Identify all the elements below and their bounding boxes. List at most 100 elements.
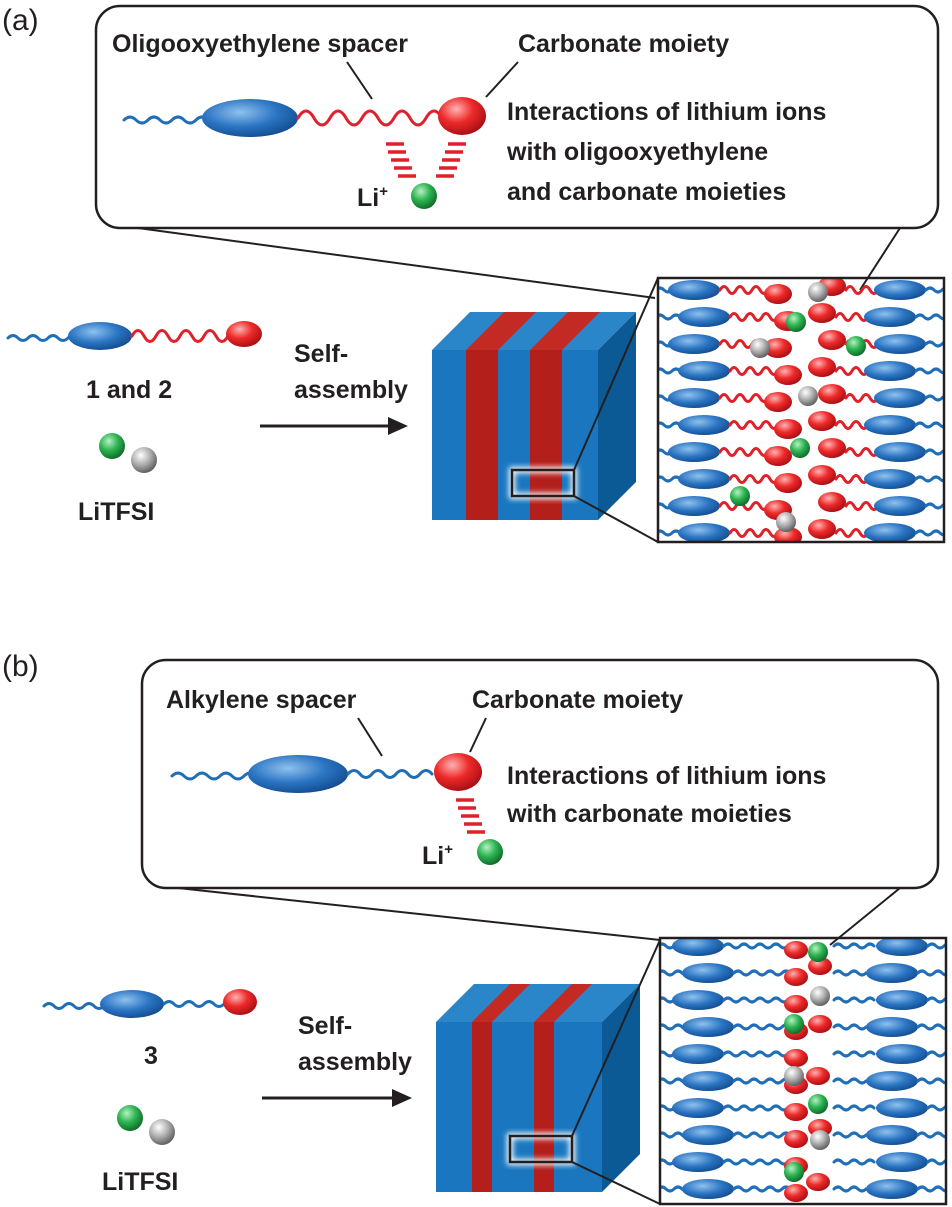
spacer-right bbox=[834, 474, 870, 484]
mesogen-right bbox=[874, 496, 926, 516]
lithium-ion bbox=[846, 336, 866, 356]
panel-b: (b) Alkylene spacer Carbonate moiety Li+… bbox=[2, 650, 948, 1206]
carbonate bbox=[806, 1067, 830, 1085]
tail-right bbox=[924, 448, 944, 456]
zoom-connector-top bbox=[571, 939, 661, 1137]
lithium-ion bbox=[808, 1094, 828, 1114]
mesogen-left bbox=[672, 1098, 724, 1118]
tail-right bbox=[926, 942, 946, 950]
spacer-pointer bbox=[357, 717, 383, 757]
mesogen-left bbox=[668, 388, 720, 408]
lithium-ion bbox=[786, 312, 806, 332]
panel-b-label: (b) bbox=[2, 650, 39, 683]
spacer-label: Alkylene spacer bbox=[166, 686, 357, 714]
mesogen-left bbox=[672, 1044, 724, 1064]
spacer-right bbox=[834, 528, 870, 538]
spacer-left bbox=[732, 1077, 792, 1085]
zoom-connector-bottom bbox=[571, 1161, 661, 1205]
lamellar-cube bbox=[432, 312, 636, 520]
process-line-2: assembly bbox=[294, 376, 408, 404]
salt-ions bbox=[117, 1105, 175, 1145]
molecule-label: 1 and 2 bbox=[86, 376, 172, 404]
carbonate bbox=[808, 957, 832, 975]
mesogen-right bbox=[874, 280, 926, 300]
carbonate-left bbox=[764, 392, 792, 412]
anion bbox=[810, 986, 830, 1006]
carbonate-moiety bbox=[434, 753, 482, 791]
lithium-ion bbox=[790, 438, 810, 458]
moiety-pointer bbox=[469, 717, 487, 753]
spacer-right bbox=[844, 447, 880, 457]
tail-right bbox=[924, 502, 944, 510]
spacer-label: Oligooxyethylene spacer bbox=[112, 30, 408, 58]
carbonate-moiety bbox=[438, 97, 486, 135]
carbonate-left bbox=[774, 365, 802, 385]
carbonate-right bbox=[808, 519, 836, 539]
mesogen-left bbox=[678, 361, 730, 381]
mesogen-right bbox=[864, 307, 916, 327]
anion bbox=[750, 338, 770, 358]
carbonate bbox=[784, 1184, 808, 1202]
carbonate bbox=[784, 1049, 808, 1067]
spacer-right bbox=[832, 1158, 876, 1166]
spacer-right bbox=[832, 1023, 868, 1031]
carbonate-left bbox=[764, 338, 792, 358]
anion bbox=[810, 1130, 830, 1150]
spacer-right bbox=[832, 1077, 868, 1085]
mesogen-right bbox=[866, 1125, 918, 1145]
spacer-right bbox=[832, 1050, 876, 1058]
carbonate bbox=[808, 1015, 832, 1033]
mesogen-right bbox=[874, 388, 926, 408]
mesogen-left bbox=[672, 990, 724, 1010]
moiety-label: Carbonate moiety bbox=[472, 686, 683, 714]
spacer-right bbox=[832, 969, 868, 977]
mesogen-right bbox=[876, 938, 928, 956]
moiety-label: Carbonate moiety bbox=[518, 30, 729, 58]
arrow-head bbox=[388, 417, 408, 435]
spacer-right bbox=[832, 1185, 868, 1193]
spacer-right bbox=[844, 285, 880, 295]
salt-ions bbox=[99, 433, 157, 473]
tail-right bbox=[926, 1158, 946, 1166]
spacer-right bbox=[834, 420, 870, 430]
mesogen-left bbox=[672, 1152, 724, 1172]
callout-connector-right bbox=[859, 227, 901, 291]
spacer-left bbox=[732, 1131, 792, 1139]
spacer-right bbox=[834, 312, 870, 322]
lithium-ion bbox=[784, 1162, 804, 1182]
carbonate-right bbox=[808, 357, 836, 377]
coordination-dashes bbox=[386, 142, 466, 178]
spacer-right bbox=[834, 366, 870, 376]
mesogen-left bbox=[682, 1071, 734, 1091]
panel-a-callout: Oligooxyethylene spacer Carbonate moiety bbox=[94, 4, 940, 230]
callout-box bbox=[140, 658, 940, 890]
mesogen-right bbox=[874, 334, 926, 354]
spacer-left bbox=[722, 1158, 790, 1166]
mesogen-left bbox=[668, 442, 720, 462]
lithium-ion bbox=[411, 183, 437, 209]
interaction-line-3: and carbonate moieties bbox=[507, 178, 786, 206]
coordination-dashes bbox=[456, 798, 485, 834]
interaction-line-1: Interactions of lithium ions bbox=[507, 98, 826, 126]
tail-right bbox=[926, 996, 946, 1004]
tail-right bbox=[924, 394, 944, 402]
molecule-1-and-2 bbox=[6, 321, 262, 350]
spacer-right bbox=[832, 1131, 868, 1139]
mesogen-core bbox=[202, 99, 298, 137]
carbonate-left bbox=[774, 473, 802, 493]
mesogen-left bbox=[678, 469, 730, 489]
carbonate-right bbox=[818, 330, 846, 350]
carbonate bbox=[806, 1173, 830, 1191]
spacer-pointer bbox=[346, 61, 373, 100]
spacer-right bbox=[832, 996, 876, 1004]
carbonate-left bbox=[764, 446, 792, 466]
mesogen-left bbox=[668, 496, 720, 516]
tail-right bbox=[924, 286, 944, 294]
mesogen-left bbox=[682, 1125, 734, 1145]
lithium-label: Li+ bbox=[422, 841, 453, 870]
interaction-line-2: with carbonate moieties bbox=[506, 800, 792, 828]
molecule-3 bbox=[42, 989, 257, 1018]
spacer-left bbox=[722, 942, 790, 950]
arrow-head bbox=[392, 1089, 412, 1107]
